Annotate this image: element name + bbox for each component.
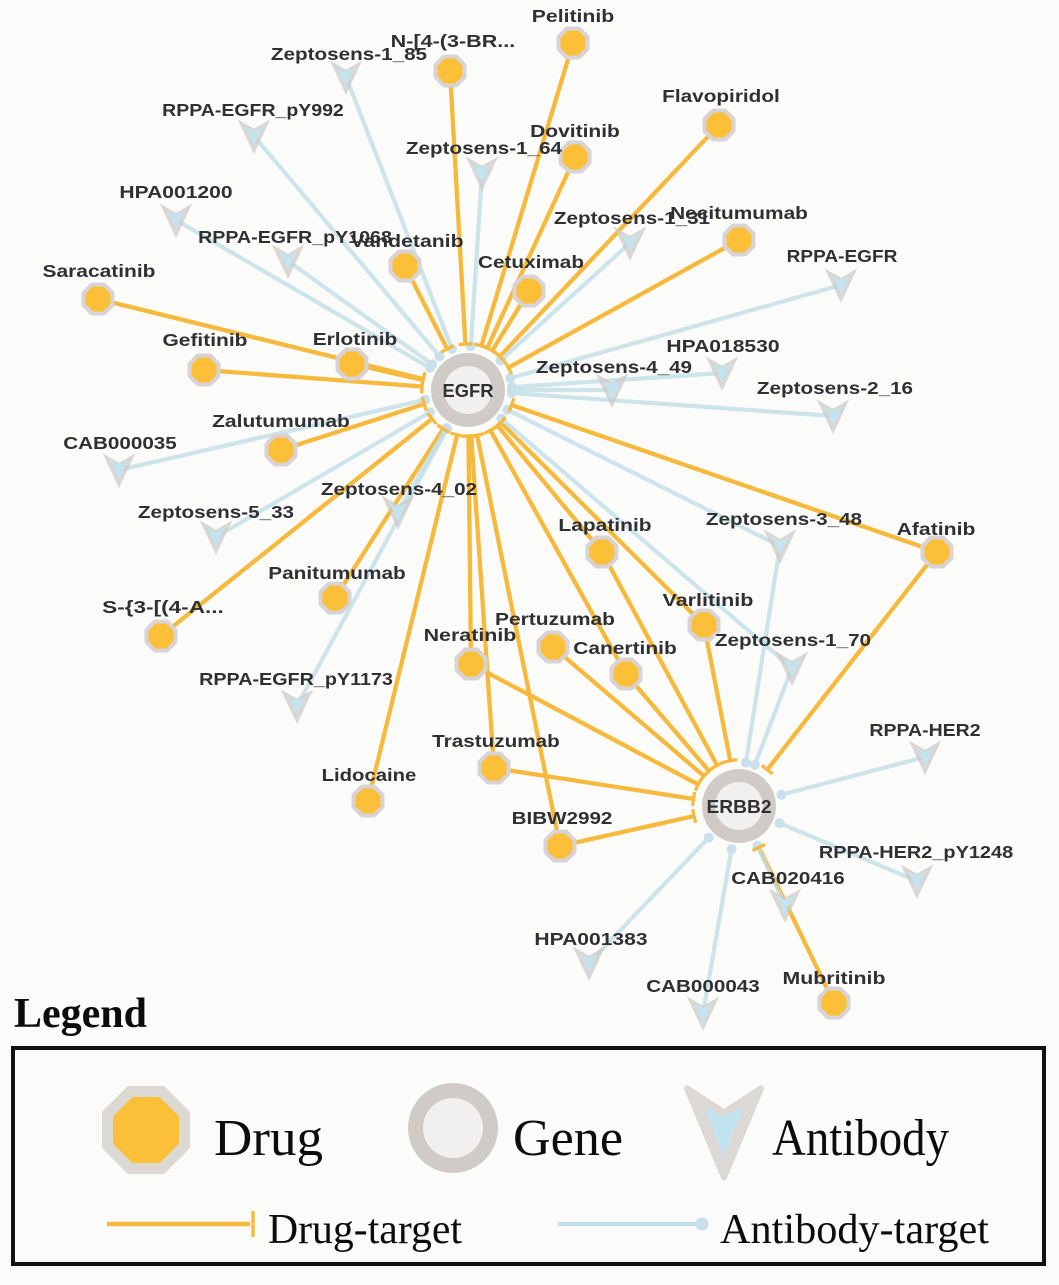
svg-text:Flavopiridol: Flavopiridol bbox=[662, 86, 780, 106]
svg-text:Zeptosens-2_16: Zeptosens-2_16 bbox=[757, 378, 913, 398]
svg-text:CAB000043: CAB000043 bbox=[646, 976, 760, 996]
svg-text:S-{3-[(4-A...: S-{3-[(4-A... bbox=[102, 597, 224, 617]
svg-text:Antibody-target: Antibody-target bbox=[720, 1207, 989, 1253]
svg-text:RPPA-EGFR_pY1068: RPPA-EGFR_pY1068 bbox=[198, 227, 392, 247]
svg-text:Mubritinib: Mubritinib bbox=[783, 968, 886, 988]
svg-text:Zeptosens-3_48: Zeptosens-3_48 bbox=[706, 509, 862, 529]
svg-text:Zeptosens-1_85: Zeptosens-1_85 bbox=[271, 44, 427, 64]
svg-text:Drug: Drug bbox=[214, 1110, 323, 1167]
svg-text:Pelitinib: Pelitinib bbox=[532, 6, 615, 26]
svg-text:RPPA-EGFR_pY1173: RPPA-EGFR_pY1173 bbox=[199, 669, 393, 689]
svg-text:EGFR: EGFR bbox=[443, 381, 494, 401]
svg-text:Gene: Gene bbox=[513, 1110, 623, 1167]
svg-text:RPPA-EGFR_pY992: RPPA-EGFR_pY992 bbox=[162, 100, 344, 120]
svg-text:Erlotinib: Erlotinib bbox=[313, 329, 398, 349]
svg-text:RPPA-HER2_pY1248: RPPA-HER2_pY1248 bbox=[819, 842, 1014, 862]
svg-text:RPPA-EGFR: RPPA-EGFR bbox=[787, 246, 898, 266]
svg-text:BIBW2992: BIBW2992 bbox=[512, 808, 613, 828]
svg-text:Legend: Legend bbox=[14, 991, 147, 1037]
svg-text:Zeptosens-4_49: Zeptosens-4_49 bbox=[536, 357, 692, 377]
svg-text:RPPA-HER2: RPPA-HER2 bbox=[869, 720, 980, 740]
svg-text:Trastuzumab: Trastuzumab bbox=[432, 731, 560, 751]
svg-text:Saracatinib: Saracatinib bbox=[43, 261, 156, 281]
svg-text:Gefitinib: Gefitinib bbox=[163, 330, 248, 350]
svg-text:Canertinib: Canertinib bbox=[573, 638, 677, 658]
svg-text:Zeptosens-4_02: Zeptosens-4_02 bbox=[321, 479, 477, 499]
svg-text:HPA018530: HPA018530 bbox=[666, 336, 779, 356]
svg-text:CAB020416: CAB020416 bbox=[731, 868, 845, 888]
svg-text:Zeptosens-5_33: Zeptosens-5_33 bbox=[138, 502, 294, 522]
svg-text:Zeptosens-1_70: Zeptosens-1_70 bbox=[715, 630, 871, 650]
svg-text:Drug-target: Drug-target bbox=[268, 1207, 462, 1253]
svg-text:Panitumumab: Panitumumab bbox=[268, 563, 406, 583]
svg-text:HPA001200: HPA001200 bbox=[119, 182, 232, 202]
svg-text:Zeptosens-1_31: Zeptosens-1_31 bbox=[554, 208, 710, 228]
svg-text:HPA001383: HPA001383 bbox=[534, 929, 647, 949]
svg-text:CAB000035: CAB000035 bbox=[63, 433, 177, 453]
svg-text:ERBB2: ERBB2 bbox=[707, 797, 772, 817]
svg-text:Antibody: Antibody bbox=[772, 1110, 949, 1167]
svg-text:Cetuximab: Cetuximab bbox=[478, 252, 584, 272]
svg-text:Zalutumumab: Zalutumumab bbox=[212, 411, 350, 431]
svg-text:Lapatinib: Lapatinib bbox=[558, 515, 651, 535]
svg-text:Pertuzumab: Pertuzumab bbox=[495, 609, 615, 629]
svg-text:Zeptosens-1_64: Zeptosens-1_64 bbox=[406, 138, 562, 158]
svg-text:Afatinib: Afatinib bbox=[897, 519, 976, 539]
svg-text:Varlitinib: Varlitinib bbox=[663, 590, 754, 610]
svg-text:Lidocaine: Lidocaine bbox=[322, 765, 417, 785]
